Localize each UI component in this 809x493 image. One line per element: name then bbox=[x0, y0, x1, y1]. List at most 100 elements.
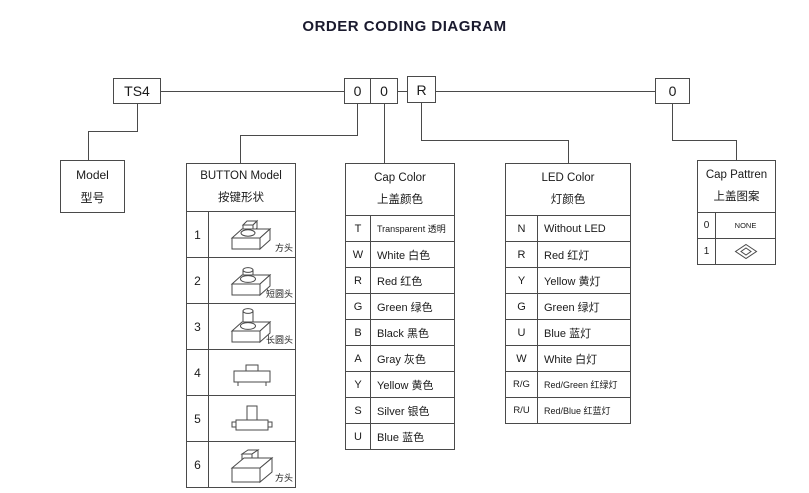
cap-color-name: Black 黑色 bbox=[377, 327, 429, 340]
cap-pattern-row: 0 NONE bbox=[698, 212, 775, 238]
connector-line bbox=[436, 91, 655, 92]
led-color-code: R/U bbox=[506, 398, 538, 423]
model-label-zh: 型号 bbox=[80, 190, 105, 205]
button-row: 1 方头 bbox=[187, 211, 295, 257]
cap-color-row: B Black 黑色 bbox=[346, 319, 454, 345]
button-row-image: 方头 bbox=[209, 212, 295, 257]
connector-line bbox=[384, 104, 385, 163]
cap-color-header-en: Cap Color bbox=[374, 172, 426, 184]
led-color-row: G Green 绿灯 bbox=[506, 293, 630, 319]
code-box-cap-color: 0 bbox=[370, 78, 398, 104]
button-style-long-round-head-icon bbox=[230, 307, 272, 343]
connector-line bbox=[672, 104, 673, 140]
button-row-image: 方头 bbox=[209, 442, 295, 487]
code-box-led-color: R bbox=[407, 76, 436, 103]
led-color-code: N bbox=[506, 216, 538, 241]
button-row-image: 短圆头 bbox=[209, 258, 295, 303]
button-style-label: 长圆头 bbox=[265, 335, 293, 345]
led-color-header-en: LED Color bbox=[541, 172, 595, 184]
led-color-row: W White 白灯 bbox=[506, 345, 630, 371]
code-box-model: TS4 bbox=[113, 78, 161, 104]
connector-line bbox=[421, 140, 568, 141]
led-color-code: G bbox=[506, 294, 538, 319]
cap-color-header-zh: 上盖颜色 bbox=[377, 194, 423, 206]
cap-pattern-header-en: Cap Pattren bbox=[705, 169, 768, 181]
code-box-button: 0 bbox=[344, 78, 371, 104]
button-table-header-zh: 按键形状 bbox=[218, 192, 264, 204]
connector-line bbox=[568, 140, 569, 163]
cap-color-code: B bbox=[346, 320, 371, 345]
diamond-pattern-icon bbox=[734, 243, 757, 260]
button-row-image bbox=[209, 350, 295, 395]
button-row: 2 短圆头 bbox=[187, 257, 295, 303]
led-color-name: Red 红灯 bbox=[544, 249, 590, 262]
connector-line bbox=[161, 91, 344, 92]
button-row-number: 1 bbox=[187, 212, 209, 257]
led-color-row: U Blue 蓝灯 bbox=[506, 319, 630, 345]
cap-color-code: S bbox=[346, 398, 371, 423]
cap-color-row: U Blue 蓝色 bbox=[346, 423, 454, 449]
cap-color-name: Silver 银色 bbox=[377, 405, 430, 418]
led-color-row: R/U Red/Blue 红蓝灯 bbox=[506, 397, 630, 423]
button-row-number: 5 bbox=[187, 396, 209, 441]
button-table-header: BUTTON Model 按键形状 bbox=[187, 164, 295, 211]
cap-pattern-row: 1 bbox=[698, 238, 775, 264]
button-row: 6 方头 bbox=[187, 441, 295, 487]
cap-color-row: A Gray 灰色 bbox=[346, 345, 454, 371]
cap-color-row: S Silver 银色 bbox=[346, 397, 454, 423]
cap-color-row: Y Yellow 黄色 bbox=[346, 371, 454, 397]
button-style-label: 方头 bbox=[274, 243, 293, 253]
cap-color-code: W bbox=[346, 242, 371, 267]
connector-line bbox=[397, 91, 407, 92]
cap-pattern-table: Cap Pattren 上盖图案 0 NONE 1 bbox=[697, 160, 776, 265]
button-row-number: 4 bbox=[187, 350, 209, 395]
cap-pattern-diamond-cell bbox=[716, 239, 775, 264]
button-row-image bbox=[209, 396, 295, 441]
cap-pattern-header: Cap Pattren 上盖图案 bbox=[698, 161, 775, 212]
cap-color-name: Red 红色 bbox=[377, 275, 423, 288]
led-color-code: W bbox=[506, 346, 538, 371]
led-color-name: Blue 蓝灯 bbox=[544, 327, 592, 340]
connector-line bbox=[88, 131, 138, 132]
button-table-header-en: BUTTON Model bbox=[200, 170, 282, 182]
led-color-code: U bbox=[506, 320, 538, 345]
led-color-name: White 白灯 bbox=[544, 353, 598, 366]
led-color-code: Y bbox=[506, 268, 538, 293]
led-color-header-zh: 灯颜色 bbox=[550, 194, 586, 206]
cap-pattern-code: 0 bbox=[698, 213, 716, 238]
led-color-header: LED Color 灯颜色 bbox=[506, 164, 630, 215]
cap-color-code: R bbox=[346, 268, 371, 293]
button-row: 5 bbox=[187, 395, 295, 441]
led-color-table: LED Color 灯颜色 N Without LED R Red 红灯 Y Y… bbox=[505, 163, 631, 424]
led-color-row: Y Yellow 黄灯 bbox=[506, 267, 630, 293]
connector-line bbox=[137, 104, 138, 131]
model-box: Model 型号 bbox=[60, 160, 125, 213]
cap-color-code: A bbox=[346, 346, 371, 371]
cap-pattern-name: NONE bbox=[734, 221, 757, 230]
cap-color-header: Cap Color 上盖颜色 bbox=[346, 164, 454, 215]
cap-color-name: White 白色 bbox=[377, 249, 431, 262]
cap-color-row: R Red 红色 bbox=[346, 267, 454, 293]
button-style-side-tall-icon bbox=[231, 405, 273, 430]
led-color-row: R/G Red/Green 红绿灯 bbox=[506, 371, 630, 397]
connector-line bbox=[88, 131, 89, 160]
led-color-name: Red/Blue 红蓝灯 bbox=[544, 406, 611, 416]
cap-color-row: T Transparent 透明 bbox=[346, 215, 454, 241]
button-style-side-low-icon bbox=[233, 364, 271, 386]
button-model-table: BUTTON Model 按键形状 1 方头 2 bbox=[186, 163, 296, 488]
cap-pattern-code: 1 bbox=[698, 239, 716, 264]
button-style-square-plunger-icon bbox=[230, 448, 274, 483]
connector-line bbox=[736, 140, 737, 160]
led-color-name: Green 绿灯 bbox=[544, 301, 600, 314]
page-title: ORDER CODING DIAGRAM bbox=[302, 18, 507, 35]
cap-color-code: G bbox=[346, 294, 371, 319]
led-color-row: N Without LED bbox=[506, 215, 630, 241]
led-color-row: R Red 红灯 bbox=[506, 241, 630, 267]
cap-color-table: Cap Color 上盖颜色 T Transparent 透明 W White … bbox=[345, 163, 455, 450]
button-style-label: 方头 bbox=[274, 473, 293, 483]
led-color-code: R/G bbox=[506, 372, 538, 397]
button-style-short-round-head-icon bbox=[230, 266, 272, 296]
button-style-label: 短圆头 bbox=[265, 289, 293, 299]
connector-line bbox=[240, 135, 358, 136]
